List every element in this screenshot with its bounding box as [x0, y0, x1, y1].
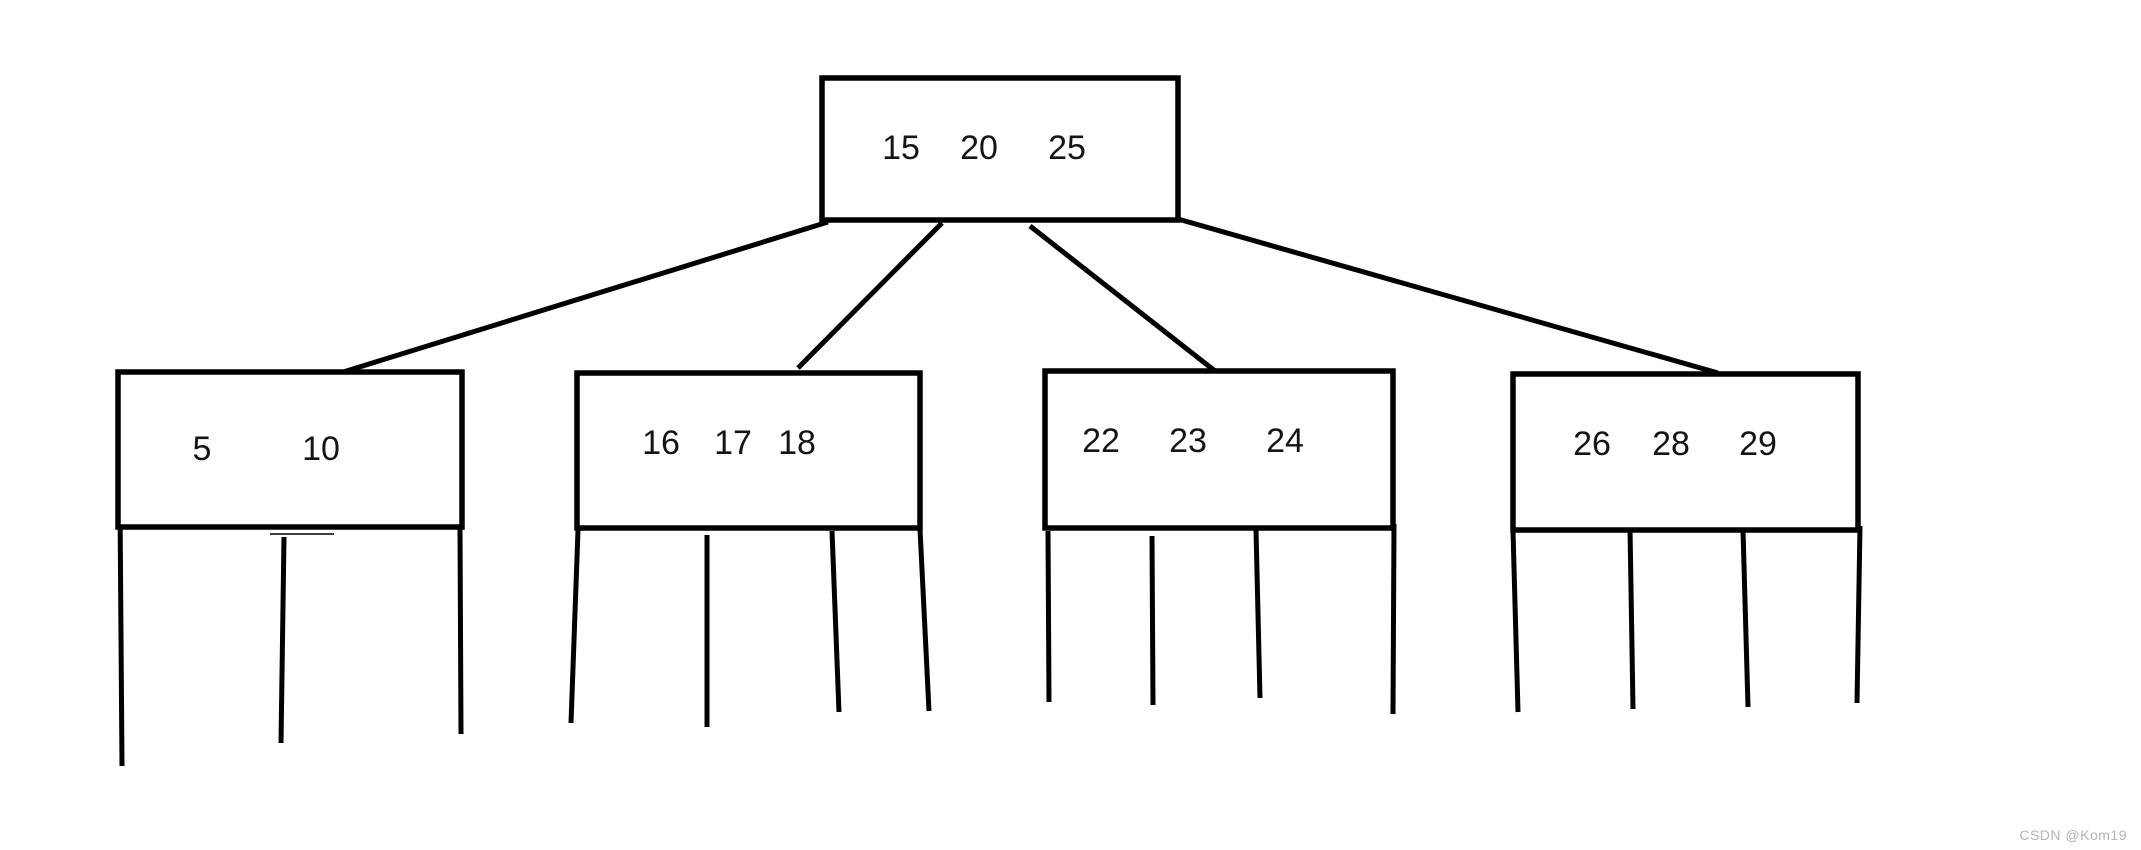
child-pointer-line-1 — [117, 504, 125, 767]
node-key-child-4-3: 29 — [1739, 425, 1777, 463]
node-key-root-3: 25 — [1048, 129, 1086, 167]
node-key-child-1-2: 10 — [302, 430, 340, 468]
child-pointer-line-6 — [829, 530, 842, 713]
node-key-child-4-1: 26 — [1573, 425, 1611, 463]
node-box-child-3 — [1042, 368, 1396, 531]
root-child-edge-4 — [1177, 216, 1719, 376]
node-box-root — [819, 75, 1181, 223]
child-pointer-line-2 — [278, 536, 287, 744]
node-key-child-4-2: 28 — [1652, 425, 1690, 463]
child-pointer-line-14 — [1740, 529, 1751, 708]
child-pointer-line-12 — [1510, 530, 1521, 713]
child-pointer-line-10 — [1253, 529, 1263, 699]
node-box-child-1 — [115, 369, 465, 530]
node-key-child-2-3: 18 — [778, 424, 816, 462]
child-pointer-line-3 — [457, 527, 464, 735]
child-pointer-line-9 — [1149, 535, 1156, 706]
node-box-child-2 — [574, 370, 923, 531]
node-key-child-2-1: 16 — [642, 424, 680, 462]
child-pointer-line-11 — [1390, 523, 1397, 715]
csdn-watermark: CSDN @Kom19 — [2019, 827, 2127, 843]
node-key-child-1-1: 5 — [193, 430, 212, 468]
node-key-child-2-2: 17 — [714, 424, 752, 462]
node-key-root-2: 20 — [960, 129, 998, 167]
child-pointer-line-4 — [568, 529, 581, 724]
child-pointer-line-15 — [1854, 525, 1863, 704]
node-box-child-4 — [1510, 371, 1861, 533]
root-child-edge-1 — [339, 219, 829, 376]
child-pointer-line-8 — [1045, 530, 1052, 703]
node-key-child-3-1: 22 — [1082, 422, 1120, 460]
child-pointer-line-7 — [917, 528, 932, 712]
node-key-root-1: 15 — [882, 129, 920, 167]
node-key-child-3-2: 23 — [1169, 422, 1207, 460]
root-child-edge-3 — [1028, 224, 1217, 373]
root-child-edge-2 — [796, 221, 944, 370]
node-key-child-3-3: 24 — [1266, 422, 1304, 460]
child-pointer-line-13 — [1627, 527, 1636, 710]
